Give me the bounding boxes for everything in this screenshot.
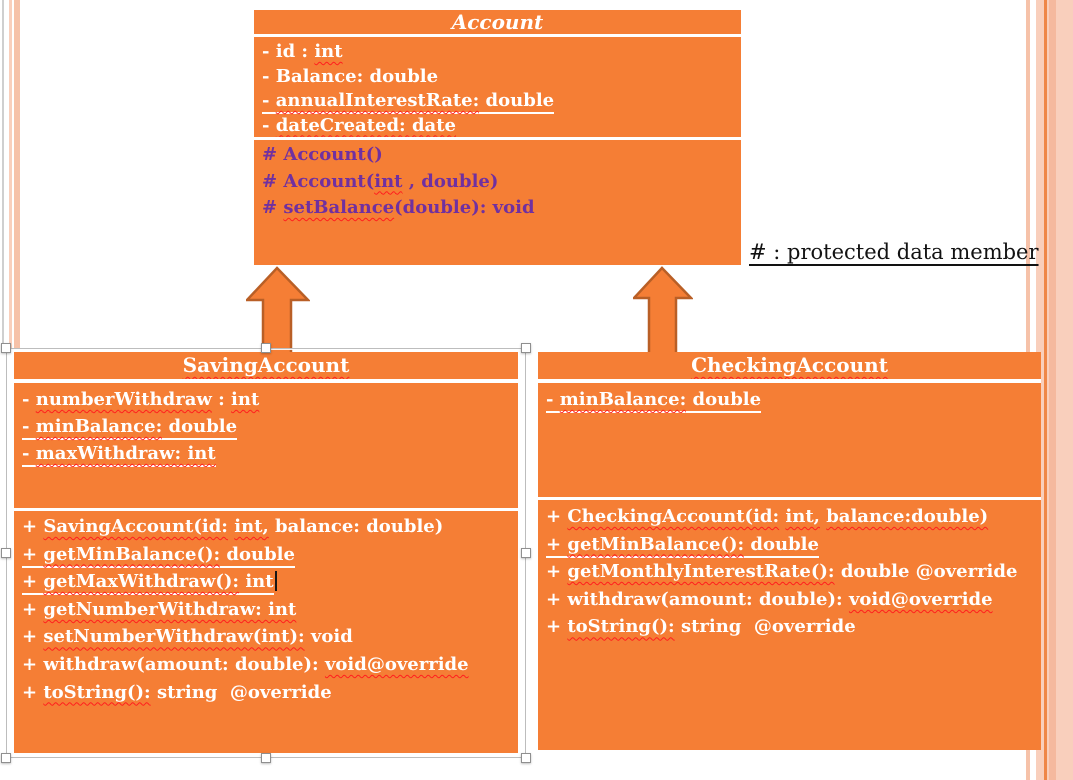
left-stripe-1 (9, 0, 12, 349)
right-stripe-2 (1049, 0, 1056, 780)
member-line: SavingAccount (182, 353, 350, 377)
member-line: - maxWithdraw: int (22, 440, 516, 467)
checking-account-class-box[interactable]: CheckingAccount - minBalance: double + C… (538, 352, 1041, 750)
member-line: - minBalance: double (546, 386, 1039, 413)
up-arrow-icon (633, 266, 693, 354)
compartment-divider (14, 508, 518, 511)
member-line: + getMinBalance(): double (22, 541, 516, 569)
compartment-divider (538, 497, 1041, 500)
selection-handle-n[interactable] (261, 343, 271, 353)
left-stripe-2 (14, 0, 20, 349)
selection-handle-w[interactable] (1, 548, 11, 558)
compartment-divider (14, 379, 518, 383)
member-line: - dateCreated: date (262, 114, 456, 136)
selection-handle-ne[interactable] (521, 343, 531, 353)
member-line: + withdraw(amount: double): void@overrid… (22, 653, 469, 675)
member-line: - Balance: double (262, 65, 439, 87)
member-line: + setNumberWithdraw(int): void (22, 626, 353, 648)
member-line: # Account() (262, 144, 383, 165)
saving-account-methods: + SavingAccount(id: int, balance: double… (22, 513, 516, 706)
inheritance-arrow-saving[interactable] (246, 266, 310, 354)
compartment-divider (538, 379, 1041, 383)
account-class-title: Account (254, 11, 741, 34)
saving-account-class-title: SavingAccount (14, 353, 518, 378)
member-line: - annualInterestRate: double (262, 89, 739, 114)
selection-handle-sw[interactable] (1, 753, 11, 763)
checking-account-class-title: CheckingAccount (538, 353, 1041, 378)
member-line: - minBalance: double (22, 413, 516, 440)
member-line: + getMinBalance(): double (546, 531, 1039, 559)
member-line: Account (451, 10, 544, 34)
account-methods: # Account() # Account(int , double) # setB… (262, 142, 739, 222)
account-fields: - id : int - Balance: double- annualInter… (262, 40, 739, 138)
selection-handle-e[interactable] (521, 548, 531, 558)
member-line: + toString(): string @override (22, 681, 332, 703)
member-line: + getMaxWithdraw(): int (22, 568, 516, 596)
member-line: + CheckingAccount(id: int, balance:doubl… (546, 506, 989, 527)
compartment-divider (254, 34, 741, 37)
member-line: + getMonthlyInterestRate(): double @over… (546, 561, 1018, 583)
compartment-divider (254, 137, 741, 140)
member-line: - id : int (262, 41, 343, 62)
selection-frame (6, 348, 526, 758)
member-line: + getNumberWithdraw: int (22, 598, 297, 620)
selection-handle-nw[interactable] (1, 343, 11, 353)
checking-account-methods: + CheckingAccount(id: int, balance:doubl… (546, 503, 1039, 641)
member-line: - numberWithdraw : int (22, 389, 260, 410)
account-class-box[interactable]: Account - id : int - Balance: double- ann… (254, 10, 741, 265)
text-caret (274, 571, 277, 592)
checking-account-fields: - minBalance: double (546, 386, 1039, 413)
member-line: + SavingAccount(id: int, balance: double… (22, 516, 444, 537)
selection-handle-se[interactable] (521, 753, 531, 763)
right-stripe-accent-line (1044, 0, 1047, 780)
member-line: + withdraw(amount: double): void@overrid… (546, 588, 993, 610)
annotation-note: # : protected data member (749, 240, 1039, 264)
left-edge-line (2, 0, 4, 349)
member-line: + toString(): string @override (546, 616, 856, 638)
member-line: # Account(int , double) (262, 170, 499, 192)
member-line: # setBalance(double): void (262, 197, 535, 218)
saving-account-fields: - numberWithdraw : int - minBalance: doub… (22, 386, 516, 467)
inheritance-arrow-checking[interactable] (633, 266, 693, 354)
up-arrow-icon (246, 266, 310, 354)
member-line: CheckingAccount (691, 353, 888, 377)
saving-account-class-box[interactable]: SavingAccount - numberWithdraw : int - mi… (14, 352, 518, 753)
selection-handle-s[interactable] (261, 753, 271, 763)
